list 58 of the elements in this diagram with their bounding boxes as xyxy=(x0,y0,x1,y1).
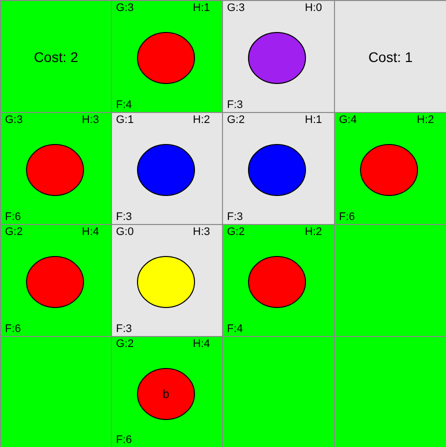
f-score: F:3 xyxy=(227,99,243,111)
f-score: F:6 xyxy=(339,211,355,223)
g-score: G:3 xyxy=(116,2,134,14)
circle-token xyxy=(26,256,84,308)
h-score: H:1 xyxy=(304,114,322,126)
circle-token xyxy=(248,32,306,84)
f-score: F:6 xyxy=(5,323,21,335)
f-score: F:4 xyxy=(227,323,243,335)
grid-cell xyxy=(0,224,112,337)
h-score: H:4 xyxy=(192,338,210,350)
h-score: H:3 xyxy=(82,114,99,126)
circle-token xyxy=(248,256,306,308)
circle-token xyxy=(137,256,195,308)
h-score: H:2 xyxy=(192,114,210,126)
grid-cell xyxy=(111,112,223,225)
grid-cell xyxy=(0,0,112,113)
grid-cell xyxy=(111,224,223,337)
circle-token: b xyxy=(137,368,195,420)
f-score: F:6 xyxy=(5,211,21,223)
g-score: G:4 xyxy=(339,114,357,126)
g-score: G:0 xyxy=(116,226,134,238)
grid-cell xyxy=(222,336,335,447)
h-score: H:2 xyxy=(416,114,434,126)
f-score: F:3 xyxy=(116,211,132,223)
g-score: G:2 xyxy=(5,226,23,238)
grid-cell xyxy=(334,224,446,337)
h-score: H:2 xyxy=(304,226,322,238)
grid-cell xyxy=(334,112,446,225)
g-score: G:2 xyxy=(116,338,134,350)
grid-cell xyxy=(222,0,335,113)
g-score: G:1 xyxy=(116,114,134,126)
grid-cell xyxy=(111,0,223,113)
grid-cell xyxy=(222,224,335,337)
g-score: G:3 xyxy=(227,2,245,14)
f-score: F:6 xyxy=(116,434,132,446)
grid-cell xyxy=(222,112,335,225)
grid-cell xyxy=(334,0,446,113)
h-score: H:3 xyxy=(192,226,210,238)
f-score: F:3 xyxy=(116,323,132,335)
circle-token xyxy=(26,144,84,196)
circle-token xyxy=(137,144,195,196)
f-score: F:4 xyxy=(116,99,132,111)
grid-cell xyxy=(0,112,112,225)
grid-cell xyxy=(111,336,223,447)
circle-token xyxy=(137,32,195,84)
h-score: H:1 xyxy=(192,2,210,14)
h-score: H:0 xyxy=(304,2,322,14)
h-score: H:4 xyxy=(82,226,99,238)
cost-label: Cost: 2 xyxy=(32,48,80,64)
grid-cell xyxy=(0,336,112,447)
g-score: G:3 xyxy=(5,114,23,126)
cost-label: Cost: 1 xyxy=(367,48,414,64)
g-score: G:2 xyxy=(227,114,245,126)
f-score: F:3 xyxy=(227,211,243,223)
circle-token xyxy=(360,144,418,196)
g-score: G:2 xyxy=(227,226,245,238)
circle-token xyxy=(248,144,306,196)
grid-cell xyxy=(334,336,446,447)
